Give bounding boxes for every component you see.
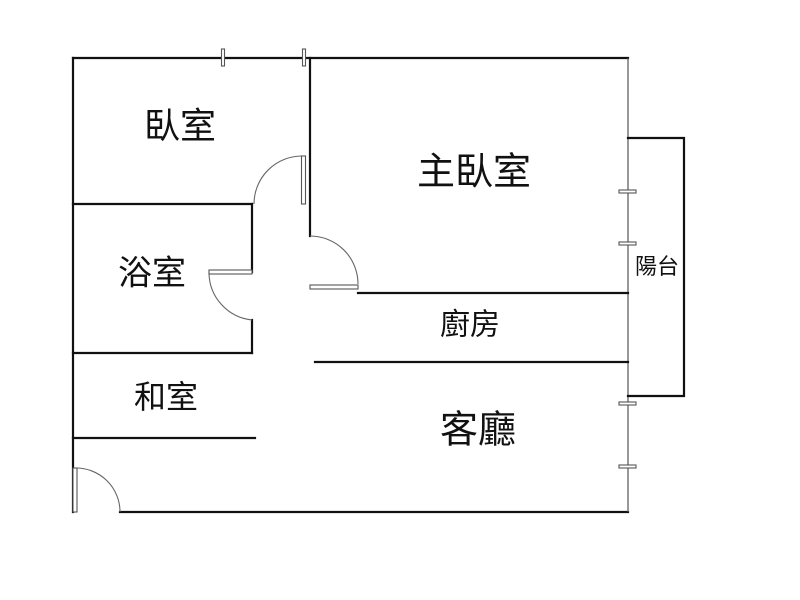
balcony-label: 陽台 [635,255,679,280]
master-bedroom-door [309,235,359,290]
doors [72,155,359,513]
balcony-door-marker [618,241,637,246]
entrance-door [72,467,121,513]
bedroom-label: 臥室 [144,106,216,147]
balcony-door-marker [618,401,637,406]
bedroom-door [253,155,307,205]
bathroom-door [208,269,253,321]
balcony-wall [626,136,686,398]
outer-walls [71,56,630,514]
japanese-room-label: 和室 [134,378,198,416]
interior-walls [71,56,630,440]
window-marker [220,48,226,67]
living-room-label: 客廳 [440,408,516,452]
kitchen-label: 廚房 [440,308,500,343]
balcony-door-marker [618,189,637,194]
balcony-door-marker [618,464,637,469]
room-labels: 臥室 主臥室 浴室 廚房 陽台 和室 客廳 [118,106,679,452]
window-markers [220,48,637,469]
balcony-outline [626,136,686,398]
window-marker [301,48,307,67]
bathroom-label: 浴室 [118,254,186,294]
master-bedroom-label: 主臥室 [417,150,531,194]
